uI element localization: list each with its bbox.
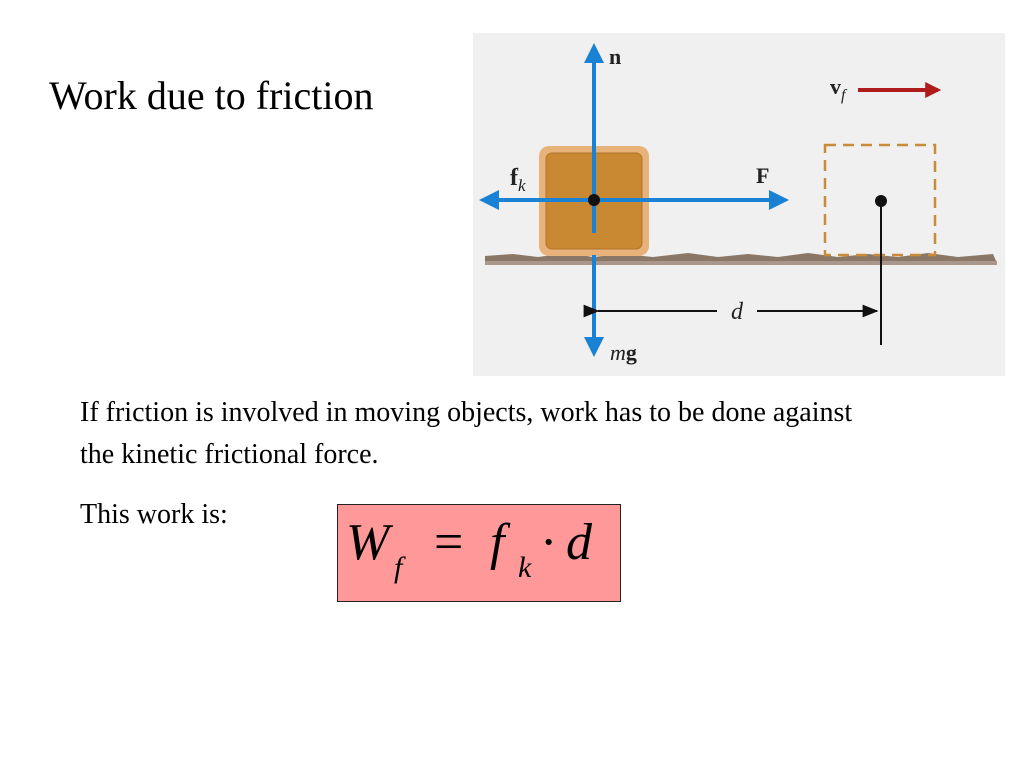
lead-in-text: This work is: xyxy=(80,499,228,530)
formula-rhs-factor: d xyxy=(566,514,592,571)
work-friction-formula: W f = f k · d xyxy=(337,504,621,602)
weight-label: mg xyxy=(610,340,637,365)
slide-title: Work due to friction xyxy=(49,73,374,118)
applied-force-label: F xyxy=(756,163,769,188)
normal-force-label: n xyxy=(609,44,621,69)
body-paragraph: If friction is involved in moving object… xyxy=(80,397,853,470)
distance-label: d xyxy=(731,299,744,325)
block-center-dot xyxy=(588,194,600,206)
formula-rhs-symbol: f xyxy=(490,514,505,571)
formula-lhs-subscript: f xyxy=(394,551,403,584)
formula-dot: · xyxy=(540,514,558,571)
free-body-diagram: d vf n F fk mg xyxy=(473,33,1005,376)
friction-force-label: fk xyxy=(510,165,526,195)
formula-equals: = xyxy=(434,514,464,571)
formula-lhs-symbol: W xyxy=(346,514,390,571)
formula-rhs-subscript: k xyxy=(518,551,532,584)
body-text: If friction is involved in moving object… xyxy=(80,392,880,476)
final-velocity-label: vf xyxy=(830,74,848,104)
